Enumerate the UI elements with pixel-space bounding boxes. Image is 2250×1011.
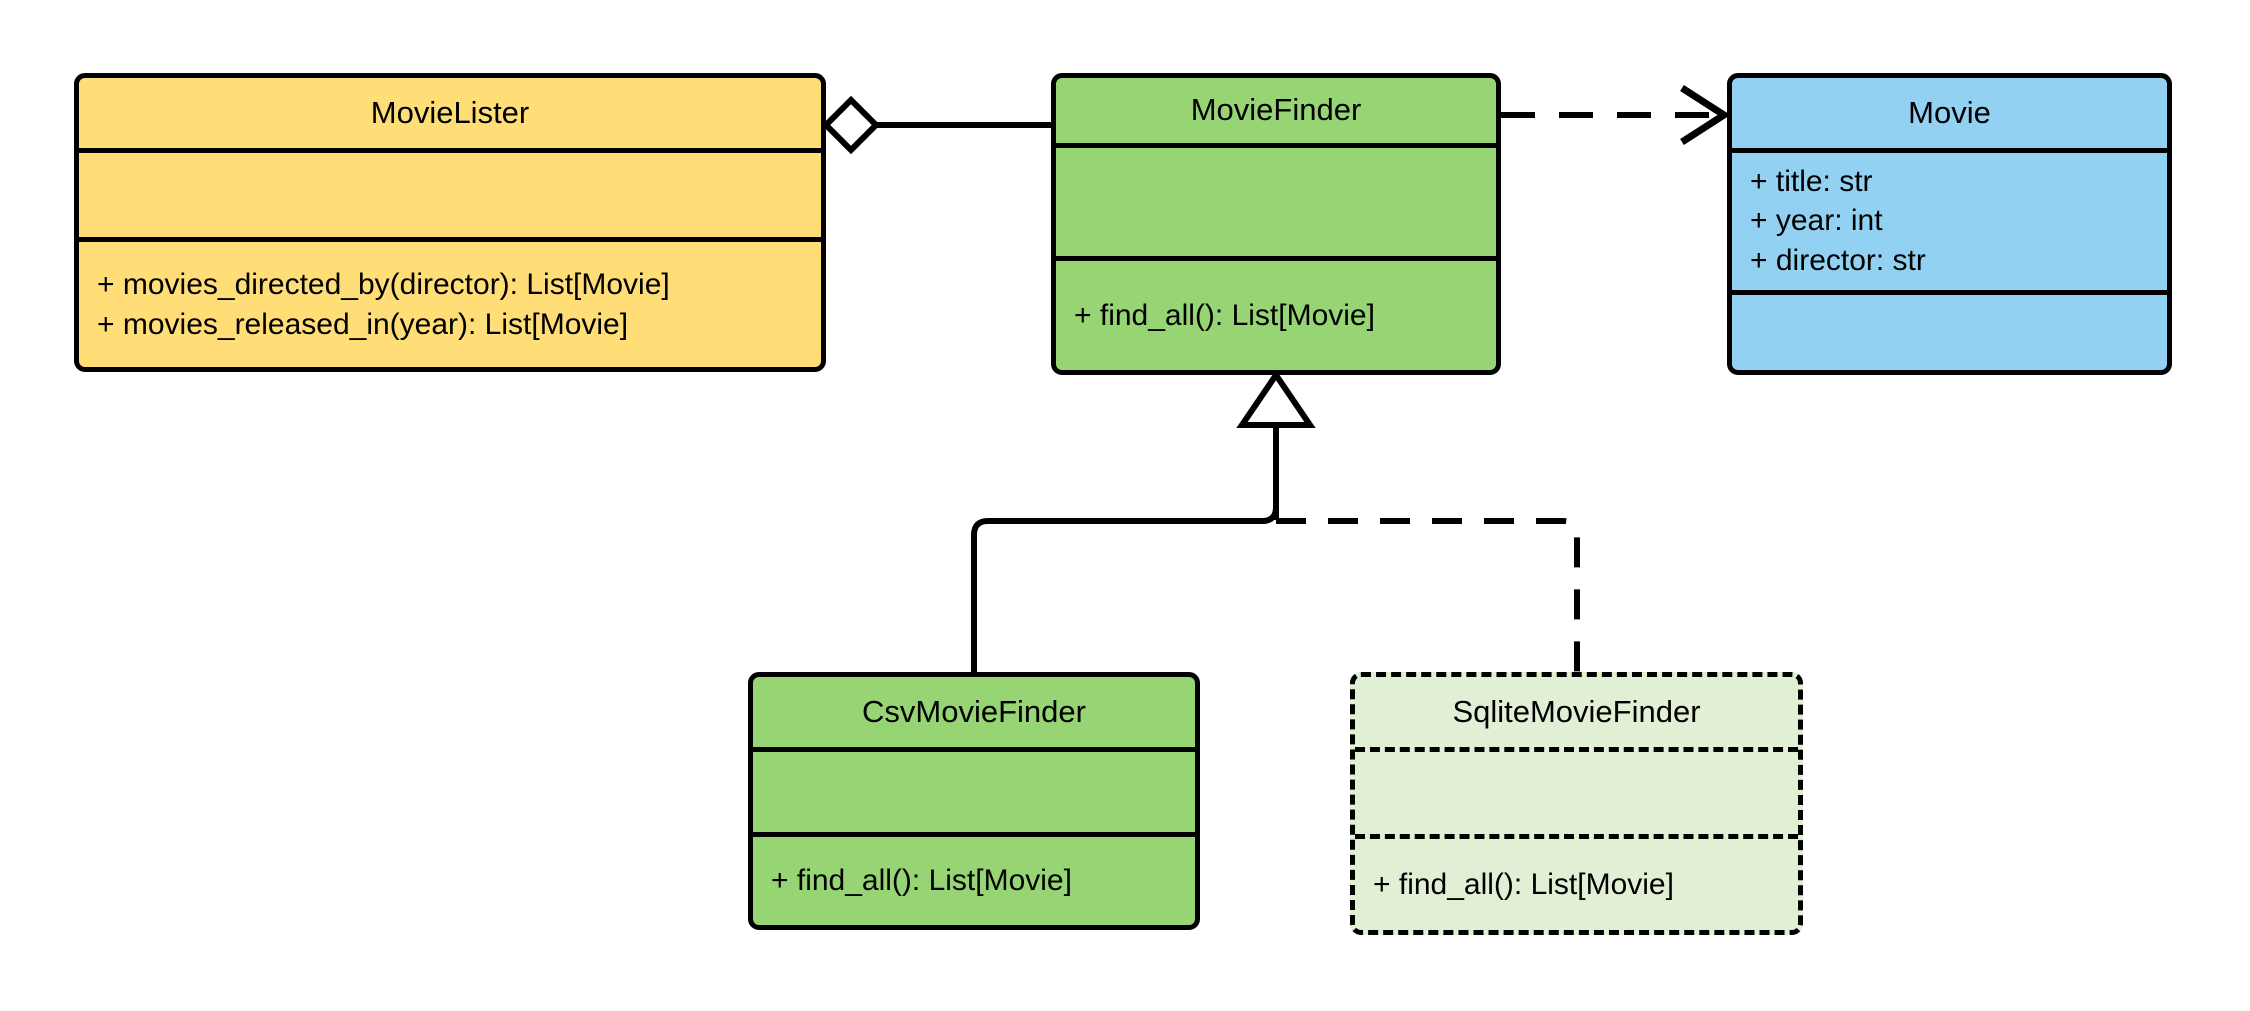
operation-item: + find_all(): List[Movie] — [1074, 298, 1375, 332]
class-name-label: SqliteMovieFinder — [1452, 694, 1701, 729]
class-box-sqlite-movie-finder[interactable]: SqliteMovieFinder + find_all(): List[Mov… — [1350, 672, 1803, 935]
class-box-movie-lister[interactable]: MovieLister + movies_directed_by(directo… — [74, 73, 826, 372]
class-attributes-compartment — [1056, 142, 1496, 256]
edge-generalization-trunk — [1236, 369, 1316, 520]
edge-generalization-csvmoviefinder[interactable] — [971, 506, 1279, 672]
csv-generalization-line — [971, 506, 1279, 672]
class-attributes-compartment — [1355, 747, 1798, 834]
class-box-csv-movie-finder[interactable]: CsvMovieFinder + find_all(): List[Movie] — [748, 672, 1200, 930]
class-attributes-compartment: + title: str + year: int + director: str — [1732, 147, 2167, 290]
edge-generalization-sqlitemoviefinder[interactable] — [1276, 518, 1580, 672]
class-operations-compartment: + find_all(): List[Movie] — [1056, 255, 1496, 370]
class-box-movie-finder[interactable]: MovieFinder + find_all(): List[Movie] — [1051, 73, 1501, 375]
operation-item: + movies_directed_by(director): List[Mov… — [97, 268, 670, 302]
sqlite-generalization-line — [1276, 518, 1580, 672]
class-operations-compartment: + movies_directed_by(director): List[Mov… — [79, 237, 821, 367]
class-name-compartment: Movie — [1732, 78, 2167, 148]
class-name-label: Movie — [1908, 94, 1991, 130]
edge-aggregation-movielister-moviefinder[interactable] — [821, 95, 1051, 155]
class-name-compartment: CsvMovieFinder — [753, 677, 1195, 747]
class-attributes-compartment — [753, 747, 1195, 832]
class-name-label: MovieFinder — [1190, 92, 1362, 128]
operation-item: + movies_released_in(year): List[Movie] — [97, 307, 629, 341]
class-attributes-compartment — [79, 147, 821, 238]
class-operations-compartment: + find_all(): List[Movie] — [753, 831, 1195, 925]
hollow-diamond-icon — [821, 95, 881, 155]
class-operations-compartment: + find_all(): List[Movie] — [1355, 833, 1798, 930]
attribute-item: + year: int — [1750, 204, 1883, 238]
attribute-item: + title: str — [1750, 164, 1873, 198]
class-name-compartment: MovieLister — [79, 78, 821, 148]
edge-dependency-moviefinder-movie[interactable] — [1501, 85, 1731, 145]
class-name-compartment: MovieFinder — [1056, 78, 1496, 143]
class-operations-compartment — [1732, 289, 2167, 370]
operation-item: + find_all(): List[Movie] — [1373, 867, 1674, 901]
hollow-triangle-icon — [1236, 369, 1316, 428]
class-name-label: MovieLister — [370, 94, 530, 130]
class-box-movie[interactable]: Movie + title: str + year: int + directo… — [1727, 73, 2172, 375]
open-arrow-icon — [1680, 85, 1731, 145]
class-name-label: CsvMovieFinder — [862, 693, 1086, 729]
attribute-item: + director: str — [1750, 243, 1926, 277]
class-name-compartment: SqliteMovieFinder — [1355, 677, 1798, 747]
operation-item: + find_all(): List[Movie] — [771, 864, 1072, 898]
